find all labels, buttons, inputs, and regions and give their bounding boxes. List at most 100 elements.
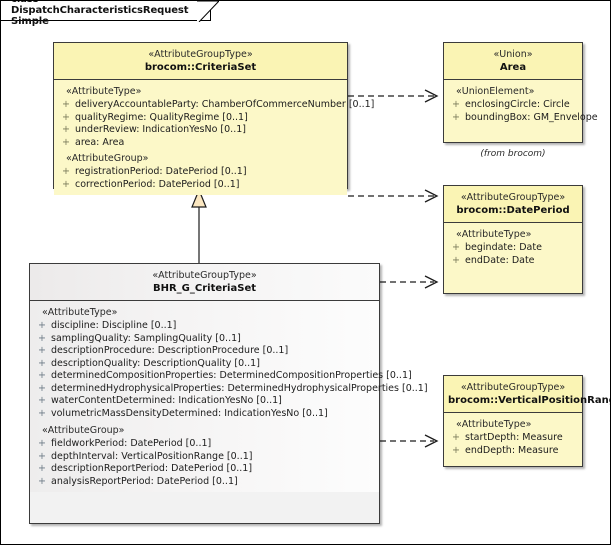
attribute-row[interactable]: + volumetricMassDensityDetermined: Indic…	[33, 408, 376, 421]
class-name: Area	[499, 62, 527, 73]
attribute-signature: fieldworkPeriod: DatePeriod [0..1]	[51, 438, 212, 449]
visibility-marker: +	[38, 382, 46, 394]
class-brocom-dateperiod[interactable]: «AttributeGroupType» brocom::DatePeriod …	[443, 185, 583, 294]
attribute-row[interactable]: + descriptionProcedure: DescriptionProce…	[33, 345, 376, 358]
visibility-marker: +	[452, 444, 460, 456]
attribute-signature: qualityRegime: QualityRegime [0..1]	[75, 111, 248, 123]
class-attributes: «AttributeType» + discipline: Discipline…	[30, 301, 428, 492]
attribute-row[interactable]: + correctionPeriod: DatePeriod [0..1]	[57, 179, 344, 192]
class-bhr-g-criteriaset[interactable]: «AttributeGroupType» BHR_G_CriteriaSet «…	[29, 263, 428, 524]
attribute-signature: endDate: Date	[465, 254, 535, 266]
class-name: brocom::VerticalPositionRange	[448, 395, 611, 406]
class-area-package-note: (from brocom)	[480, 149, 546, 159]
class-stereotype: «AttributeGroupType»	[460, 382, 566, 393]
visibility-marker: +	[62, 136, 70, 148]
attribute-group-label: «AttributeGroup»	[42, 425, 125, 436]
visibility-marker: +	[38, 463, 46, 474]
dependency-criteriaset-to-dateperiod	[348, 189, 439, 203]
attribute-signature: deliveryAccountableParty: ChamberOfComme…	[75, 99, 375, 110]
visibility-marker: +	[452, 254, 460, 266]
visibility-marker: +	[452, 242, 460, 253]
attribute-row[interactable]: + discipline: Discipline [0..1]	[33, 320, 376, 333]
class-header: «Union» Area	[444, 43, 582, 80]
visibility-marker: +	[452, 111, 460, 123]
attribute-signature: boundingBox: GM_Envelope	[465, 111, 598, 123]
attribute-signature: area: Area	[75, 136, 125, 148]
attribute-row[interactable]: + determinedCompositionProperties: Deter…	[33, 370, 412, 383]
attribute-row[interactable]: + depthInterval: VerticalPositionRange […	[33, 451, 376, 464]
attribute-signature: correctionPeriod: DatePeriod [0..1]	[75, 178, 240, 190]
class-name: brocom::CriteriaSet	[144, 62, 257, 73]
attribute-group-label: «AttributeType»	[42, 307, 118, 318]
visibility-marker: +	[62, 124, 70, 135]
attribute-group-label: «AttributeType»	[456, 229, 532, 240]
attribute-signature: begindate: Date	[465, 242, 542, 253]
visibility-marker: +	[452, 432, 460, 443]
attribute-row[interactable]: + fieldworkPeriod: DatePeriod [0..1]	[33, 438, 376, 451]
attribute-signature: determinedCompositionProperties: Determi…	[51, 370, 412, 381]
attribute-row[interactable]: + samplingQuality: SamplingQuality [0..1…	[33, 333, 376, 346]
class-stereotype: «Union»	[493, 49, 533, 60]
attribute-row[interactable]: + endDate: Date	[447, 255, 579, 268]
class-header: «AttributeGroupType» brocom::VerticalPos…	[444, 376, 611, 413]
class-brocom-verticalpositionrange[interactable]: «AttributeGroupType» brocom::VerticalPos…	[443, 375, 611, 467]
attribute-signature: analysisReportPeriod: DatePeriod [0..1]	[51, 475, 238, 487]
class-attributes: «AttributeType» + deliveryAccountablePar…	[54, 80, 374, 195]
attribute-signature: descriptionProcedure: DescriptionProcedu…	[51, 345, 289, 356]
diagram-title: class DispatchCharacteristicsRequest Sim…	[11, 1, 189, 27]
attribute-signature: underReview: IndicationYesNo [0..1]	[75, 124, 246, 135]
attribute-row[interactable]: + deliveryAccountableParty: ChamberOfCom…	[57, 99, 374, 112]
class-brocom-criteriaset[interactable]: «AttributeGroupType» brocom::CriteriaSet…	[53, 42, 374, 195]
visibility-marker: +	[38, 395, 46, 406]
visibility-marker: +	[38, 475, 46, 487]
generalization-bhr-to-criteriaset	[191, 188, 207, 263]
attribute-signature: endDepth: Measure	[465, 444, 559, 456]
title-tab-corner	[197, 1, 219, 22]
attribute-signature: registrationPeriod: DatePeriod [0..1]	[75, 166, 247, 177]
attribute-group-label: «AttributeGroup»	[66, 153, 149, 164]
class-attributes: «AttributeType» + startDepth: Measure + …	[444, 413, 582, 461]
visibility-marker: +	[62, 166, 70, 177]
attribute-signature: samplingQuality: SamplingQuality [0..1]	[51, 332, 241, 344]
dependency-bhr-to-dateperiod	[380, 275, 439, 289]
visibility-marker: +	[38, 407, 46, 419]
class-stereotype: «AttributeGroupType»	[152, 270, 257, 281]
attribute-row[interactable]: + startDepth: Measure	[447, 432, 579, 445]
attribute-row[interactable]: + underReview: IndicationYesNo [0..1]	[57, 124, 344, 137]
attribute-row[interactable]: + enclosingCircle: Circle	[447, 99, 579, 112]
visibility-marker: +	[38, 370, 46, 381]
attribute-group-label: «UnionElement»	[456, 86, 535, 97]
visibility-marker: +	[62, 99, 70, 110]
visibility-marker: +	[38, 438, 46, 449]
attribute-row[interactable]: + endDepth: Measure	[447, 445, 579, 458]
attribute-row[interactable]: + area: Area	[57, 137, 344, 150]
attribute-row[interactable]: + descriptionQuality: DescriptionQuality…	[33, 358, 376, 371]
attribute-signature: depthInterval: VerticalPositionRange [0.…	[51, 450, 253, 462]
attribute-group-label: «AttributeType»	[456, 419, 532, 430]
class-header: «AttributeGroupType» brocom::DatePeriod	[444, 186, 582, 223]
attribute-signature: startDepth: Measure	[465, 432, 563, 443]
dependency-bhr-to-verticalpositionrange	[380, 434, 439, 448]
attribute-row[interactable]: + qualityRegime: QualityRegime [0..1]	[57, 112, 344, 125]
visibility-marker: +	[38, 332, 46, 344]
visibility-marker: +	[38, 320, 46, 331]
attribute-signature: descriptionReportPeriod: DatePeriod [0..…	[51, 463, 253, 474]
visibility-marker: +	[62, 178, 70, 190]
class-header: «AttributeGroupType» BHR_G_CriteriaSet	[30, 264, 379, 301]
attribute-row[interactable]: + analysisReportPeriod: DatePeriod [0..1…	[33, 476, 376, 489]
attribute-row[interactable]: + registrationPeriod: DatePeriod [0..1]	[57, 166, 344, 179]
diagram-title-tab: class DispatchCharacteristicsRequest Sim…	[1, 1, 211, 27]
attribute-signature: descriptionQuality: DescriptionQuality […	[51, 357, 260, 369]
visibility-marker: +	[38, 345, 46, 356]
attribute-row[interactable]: + waterContentDetermined: IndicationYesN…	[33, 395, 376, 408]
attribute-signature: enclosingCircle: Circle	[465, 99, 570, 110]
class-stereotype: «AttributeGroupType»	[148, 49, 253, 60]
visibility-marker: +	[38, 450, 46, 462]
class-area[interactable]: «Union» Area «UnionElement» + enclosingC…	[443, 42, 598, 143]
attribute-row[interactable]: + determinedHydrophysicalProperties: Det…	[33, 382, 428, 396]
visibility-marker: +	[452, 99, 460, 110]
attribute-row[interactable]: + begindate: Date	[447, 242, 579, 255]
attribute-row[interactable]: + boundingBox: GM_Envelope	[447, 111, 598, 125]
attribute-row[interactable]: + descriptionReportPeriod: DatePeriod [0…	[33, 463, 376, 476]
